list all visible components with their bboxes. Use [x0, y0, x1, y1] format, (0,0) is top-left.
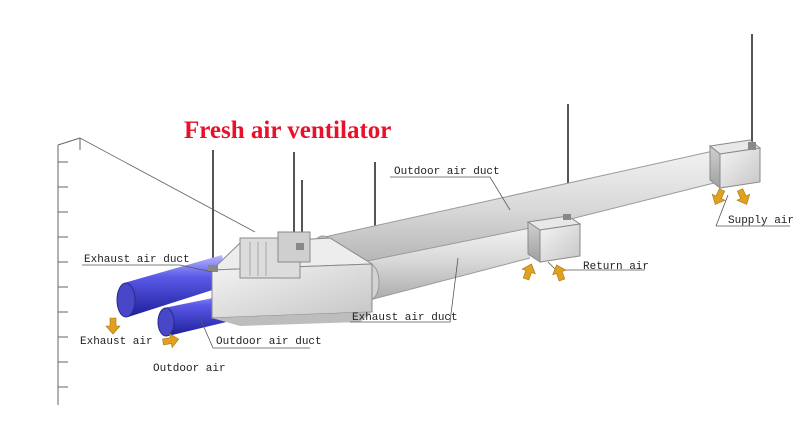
supply-air-box — [708, 139, 762, 190]
wall-ruler — [57, 137, 256, 405]
supply-air-label: Supply air — [728, 215, 794, 227]
airflow-arrows — [105, 188, 751, 349]
exhaust-blue-duct — [116, 255, 228, 318]
outdoor-air-duct-bottom-label: Outdoor air duct — [216, 336, 322, 348]
airflow-arrow-icon — [162, 333, 180, 349]
return-air-label: Return air — [583, 261, 649, 273]
exhaust-air-duct-mid-label: Exhaust air duct — [352, 312, 458, 324]
diagram-title: Fresh air ventilator — [184, 117, 391, 144]
leader-lines — [82, 176, 790, 349]
return-air-box — [526, 214, 582, 263]
airflow-arrow-icon — [105, 317, 121, 335]
airflow-arrow-icon — [521, 263, 536, 281]
airflow-arrow-icon — [736, 188, 751, 205]
exhaust-air-duct-left-label: Exhaust air duct — [84, 254, 190, 266]
airflow-arrow-icon — [552, 264, 567, 282]
fresh-air-ventilator-unit — [208, 231, 374, 326]
outdoor-air-label: Outdoor air — [153, 363, 226, 375]
exhaust-air-label: Exhaust air — [80, 336, 153, 348]
airflow-arrow-icon — [711, 188, 726, 205]
outdoor-air-duct-top-label: Outdoor air duct — [394, 166, 500, 178]
